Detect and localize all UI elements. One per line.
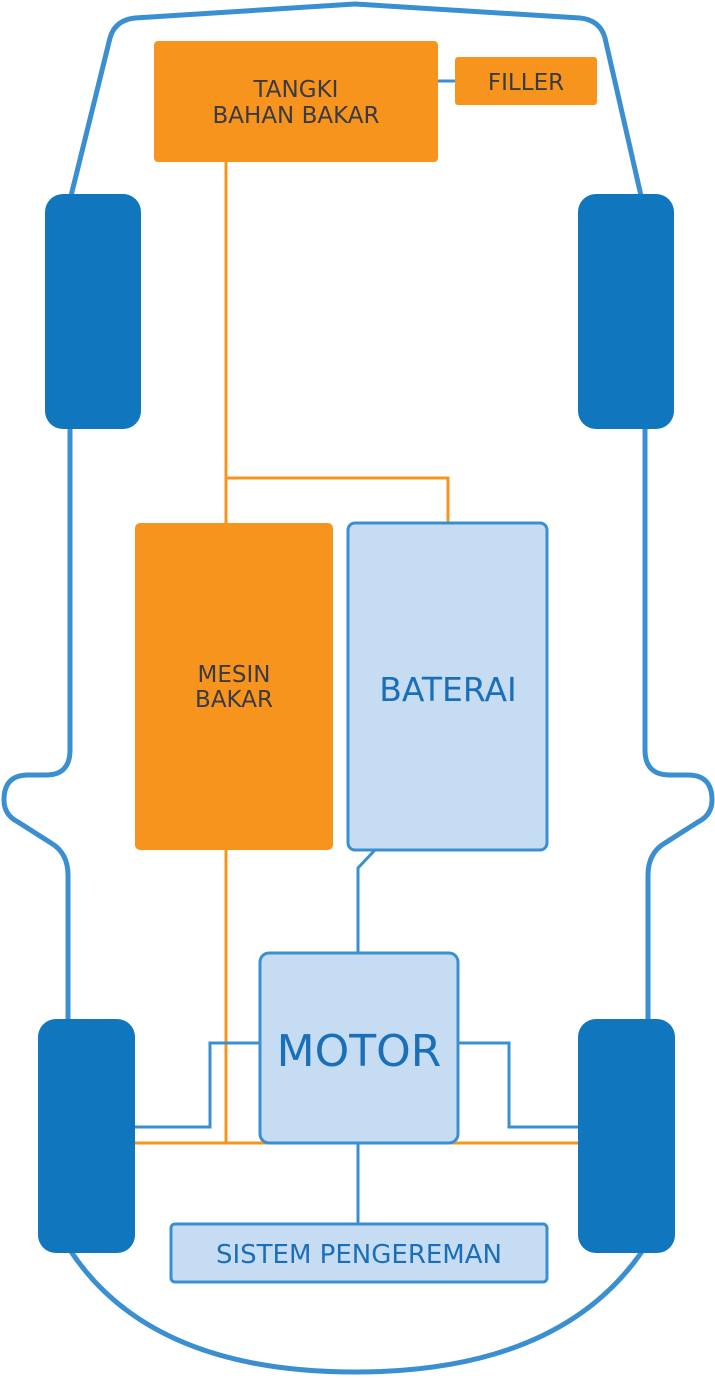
- wheel-front-right: [578, 194, 674, 429]
- fuel-tank-box: [154, 41, 438, 162]
- filler-label: FILLER: [488, 70, 564, 96]
- motor-label: MOTOR: [277, 1026, 442, 1077]
- fuel-tank-label-line2: BAHAN BAKAR: [213, 103, 380, 129]
- battery-box: [346, 521, 549, 852]
- electric-lines: [135, 79, 578, 1224]
- motor-box: [258, 951, 460, 1145]
- fuel-tank-label-line1: TANGKI: [253, 77, 339, 103]
- wheel-rear-right: [578, 1019, 675, 1253]
- engine-label-line2: BAKAR: [195, 687, 273, 713]
- engine-box: [135, 523, 333, 850]
- engine-label-line1: MESIN: [198, 662, 271, 688]
- braking-system-box: [169, 1222, 549, 1284]
- wheel-rear-left: [38, 1019, 135, 1253]
- battery-label: BATERAI: [379, 670, 517, 709]
- wheel-front-left: [45, 194, 141, 429]
- braking-system-label: SISTEM PENGEREMAN: [216, 1240, 502, 1270]
- filler-box: [455, 57, 597, 105]
